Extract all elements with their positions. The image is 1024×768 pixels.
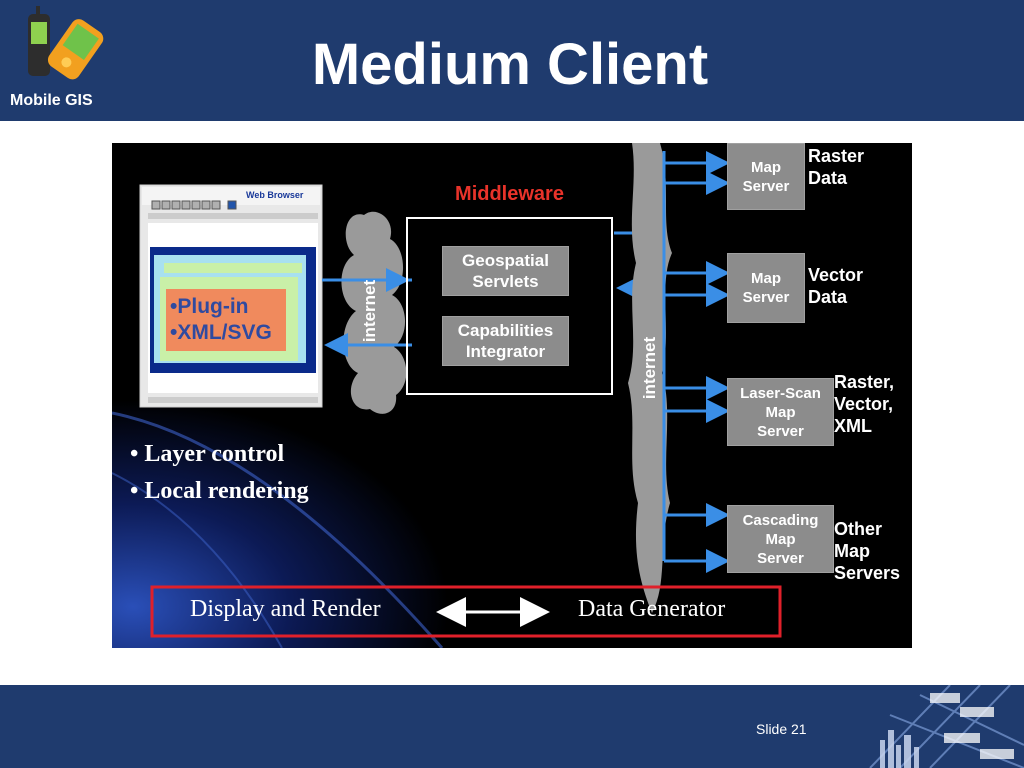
server1-label: Raster Data	[808, 145, 864, 189]
slide-number: Slide 21	[756, 721, 807, 737]
capabilities-line2: Integrator	[465, 342, 546, 361]
server2-label-line1: Vector	[808, 265, 864, 285]
raster-map-server-box: Map Server	[727, 143, 805, 210]
slide-header: Mobile GIS Medium Client	[0, 0, 1024, 121]
server3-line2: Map	[765, 403, 796, 421]
server2-label: Vector Data	[808, 264, 863, 308]
vector-map-server-box: Map Server	[727, 253, 805, 323]
geospatial-servlets-box: Geospatial Servlets	[442, 246, 569, 296]
server3-label: Raster, Vector, XML	[834, 371, 894, 437]
cascading-map-server-box: Cascading Map Server	[727, 505, 834, 573]
server3-line3: Server	[757, 422, 804, 440]
flow-right-label: Data Generator	[578, 596, 726, 622]
internet-cloud-right	[628, 143, 672, 613]
server4-label-line3: Servers	[834, 563, 901, 583]
server4-label-line1: Other	[834, 519, 883, 539]
server1-line1: Map	[751, 158, 781, 176]
middleware-title: Middleware	[455, 183, 564, 205]
brand-label: Mobile GIS	[10, 92, 93, 109]
server4-line1: Cascading	[742, 511, 819, 529]
internet-cloud-left	[341, 211, 407, 414]
geospatial-line1: Geospatial	[462, 251, 549, 270]
city-map-art-icon	[860, 685, 1024, 768]
server4-line2: Map	[765, 530, 796, 548]
plugin-line2: •XML/SVG	[170, 321, 272, 344]
server3-label-line1: Raster,	[834, 372, 895, 392]
server2-line1: Map	[751, 270, 781, 287]
server3-line1: Laser-Scan	[740, 384, 821, 402]
web-browser-window	[139, 184, 323, 408]
diagram-graphics	[112, 143, 782, 648]
capabilities-integrator-box: Capabilities Integrator	[442, 316, 569, 366]
server4-label: Other Map Servers	[834, 518, 900, 584]
server3-label-line3: XML	[834, 416, 872, 436]
web-browser-label: Web Browser	[246, 190, 304, 200]
server1-label-line1: Raster	[808, 146, 865, 166]
geospatial-line2: Servlets	[472, 272, 539, 291]
bullet-local-rendering: • Local rendering	[130, 478, 309, 504]
server3-label-line2: Vector,	[834, 394, 894, 414]
server1-label-line2: Data	[808, 168, 848, 188]
slide-footer: Slide 21	[0, 685, 1024, 768]
flow-frame	[150, 585, 782, 638]
gps-device-logo-icon	[28, 6, 104, 80]
server2-line2: Server	[742, 289, 790, 306]
laser-scan-map-server-box: Laser-Scan Map Server	[727, 378, 834, 446]
internet-label-left: internet	[360, 279, 379, 343]
plugin-line1: •Plug-in	[170, 295, 249, 318]
capabilities-line1: Capabilities	[457, 321, 554, 340]
server4-line3: Server	[757, 549, 804, 567]
server4-label-line2: Map	[834, 541, 870, 561]
bullet-layer-control: • Layer control	[130, 441, 285, 467]
server2-label-line2: Data	[808, 287, 848, 307]
slide-title: Medium Client	[311, 32, 709, 97]
flow-left-label: Display and Render	[190, 596, 381, 622]
medium-client-diagram: Web Browser •Plug-in •XML/SVG internet M…	[112, 143, 912, 648]
server1-line2: Server	[742, 177, 790, 195]
middleware-frame	[406, 217, 613, 395]
internet-label-right: internet	[640, 336, 659, 400]
